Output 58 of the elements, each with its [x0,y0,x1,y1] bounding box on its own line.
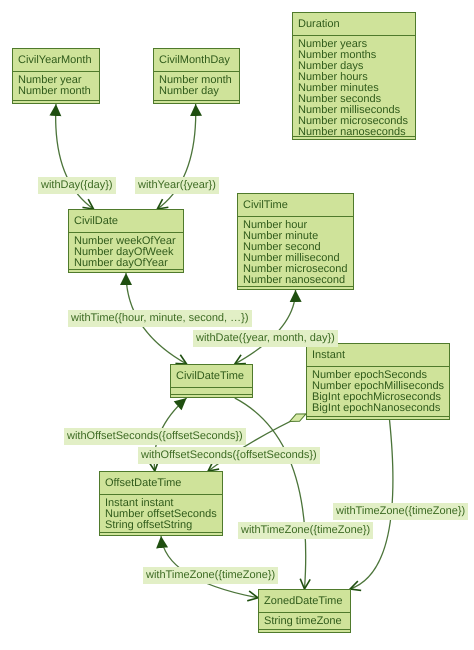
class-name: ZonedDateTime [264,595,342,607]
attribute-text: Number second [243,241,321,253]
class-name: Duration [298,18,340,30]
class-box [237,193,354,290]
connector-arrow [349,420,394,590]
attribute-text: Instant instant [105,497,174,509]
edge-label: withOffsetSeconds({offsetSeconds}) [64,428,246,445]
edge-label: withDay({day}) [38,177,116,194]
attribute-text: Number weekOfYear [74,235,176,247]
class-box [292,12,416,140]
class-name: CivilMonthDay [159,54,230,66]
class-box [306,343,450,420]
attribute-text: Number years [298,38,368,50]
attribute-text: Number year [18,74,82,86]
attribute-text: Number minute [243,230,318,242]
attribute-text: Number millisecond [243,252,340,264]
attribute-text: Number hours [298,71,368,83]
attribute-text: Number month [159,74,232,86]
attribute-text: Number months [298,49,376,61]
attribute-text: Number month [18,85,91,97]
attribute-text: Number offsetSeconds [105,508,217,520]
attribute-text: Number dayOfYear [74,257,168,269]
class-name: CivilDate [74,215,118,227]
class-box [153,48,240,104]
edge-label: withTimeZone({timeZone}) [143,567,278,584]
edge-label: withYear({year}) [135,177,219,194]
attribute-text: Number nanoseconds [298,126,406,138]
attribute-text: Number microsecond [243,263,348,275]
attribute-text: Number microseconds [298,115,408,127]
attribute-text: Number days [298,60,364,72]
attribute-text: Number day [159,85,219,97]
class-name: CivilYearMonth [18,54,92,66]
edge-label: withTimeZone({timeZone}) [333,503,468,520]
edge-label: withTimeZone({timeZone}) [238,522,374,539]
attribute-text: Number seconds [298,93,382,105]
edge-label: withDate({year, month, day}) [193,330,338,347]
edge-label: withTime({hour, minute, second, …}) [68,310,252,327]
class-box [258,589,351,633]
class-name: OffsetDateTime [105,477,182,489]
attribute-text: Number milliseconds [298,104,400,116]
class-box [12,48,100,104]
attribute-text: Number dayOfWeek [74,246,174,258]
attribute-text: BigInt epochMicroseconds [312,391,442,403]
class-name: CivilTime [243,199,288,211]
class-name: CivilDateTime [176,370,244,382]
attribute-text: Number nanosecond [243,274,346,286]
attribute-text: Number epochSeconds [312,369,427,381]
class-box [99,471,223,536]
edge-label: withOffsetSeconds({offsetSeconds}) [138,447,320,464]
attribute-text: String offsetString [105,519,192,531]
attribute-text: Number hour [243,219,308,231]
attribute-text: BigInt epochNanoseconds [312,402,440,414]
attribute-text: Number epochMilliseconds [312,380,444,392]
attribute-text: Number minutes [298,82,379,94]
class-box [68,209,184,273]
class-name: Instant [312,349,346,361]
class-box [170,364,253,398]
attribute-text: String timeZone [264,615,342,627]
